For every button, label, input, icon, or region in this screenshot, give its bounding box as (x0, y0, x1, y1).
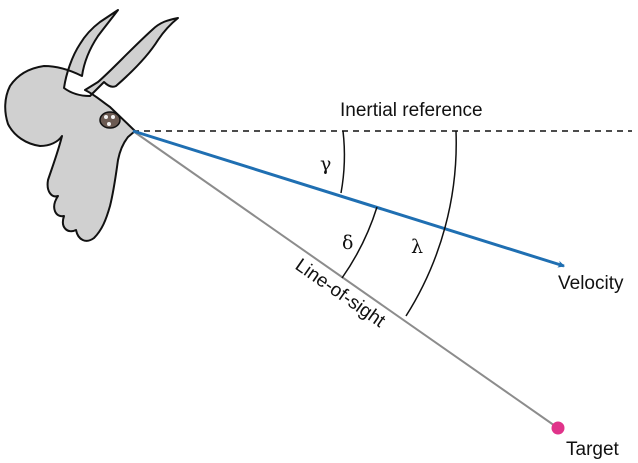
target-label: Target (566, 439, 620, 460)
line-of-sight-line (132, 130, 559, 429)
line-of-sight-label: Line-of-sight (291, 255, 389, 332)
target-dot-icon (551, 421, 565, 435)
lambda-symbol: λ (411, 236, 423, 258)
velocity-label: Velocity (558, 273, 624, 294)
bird-eye-icon (99, 111, 121, 129)
gamma-angle-arc (340, 130, 346, 194)
inertial-reference-label: Inertial reference (340, 100, 483, 121)
velocity-vector (132, 129, 566, 268)
gamma-symbol: γ (320, 153, 331, 175)
lambda-angle-arc (405, 130, 457, 317)
bird-silhouette-icon (4, 9, 179, 242)
delta-angle-arc (341, 206, 378, 279)
delta-symbol: δ (342, 232, 353, 254)
